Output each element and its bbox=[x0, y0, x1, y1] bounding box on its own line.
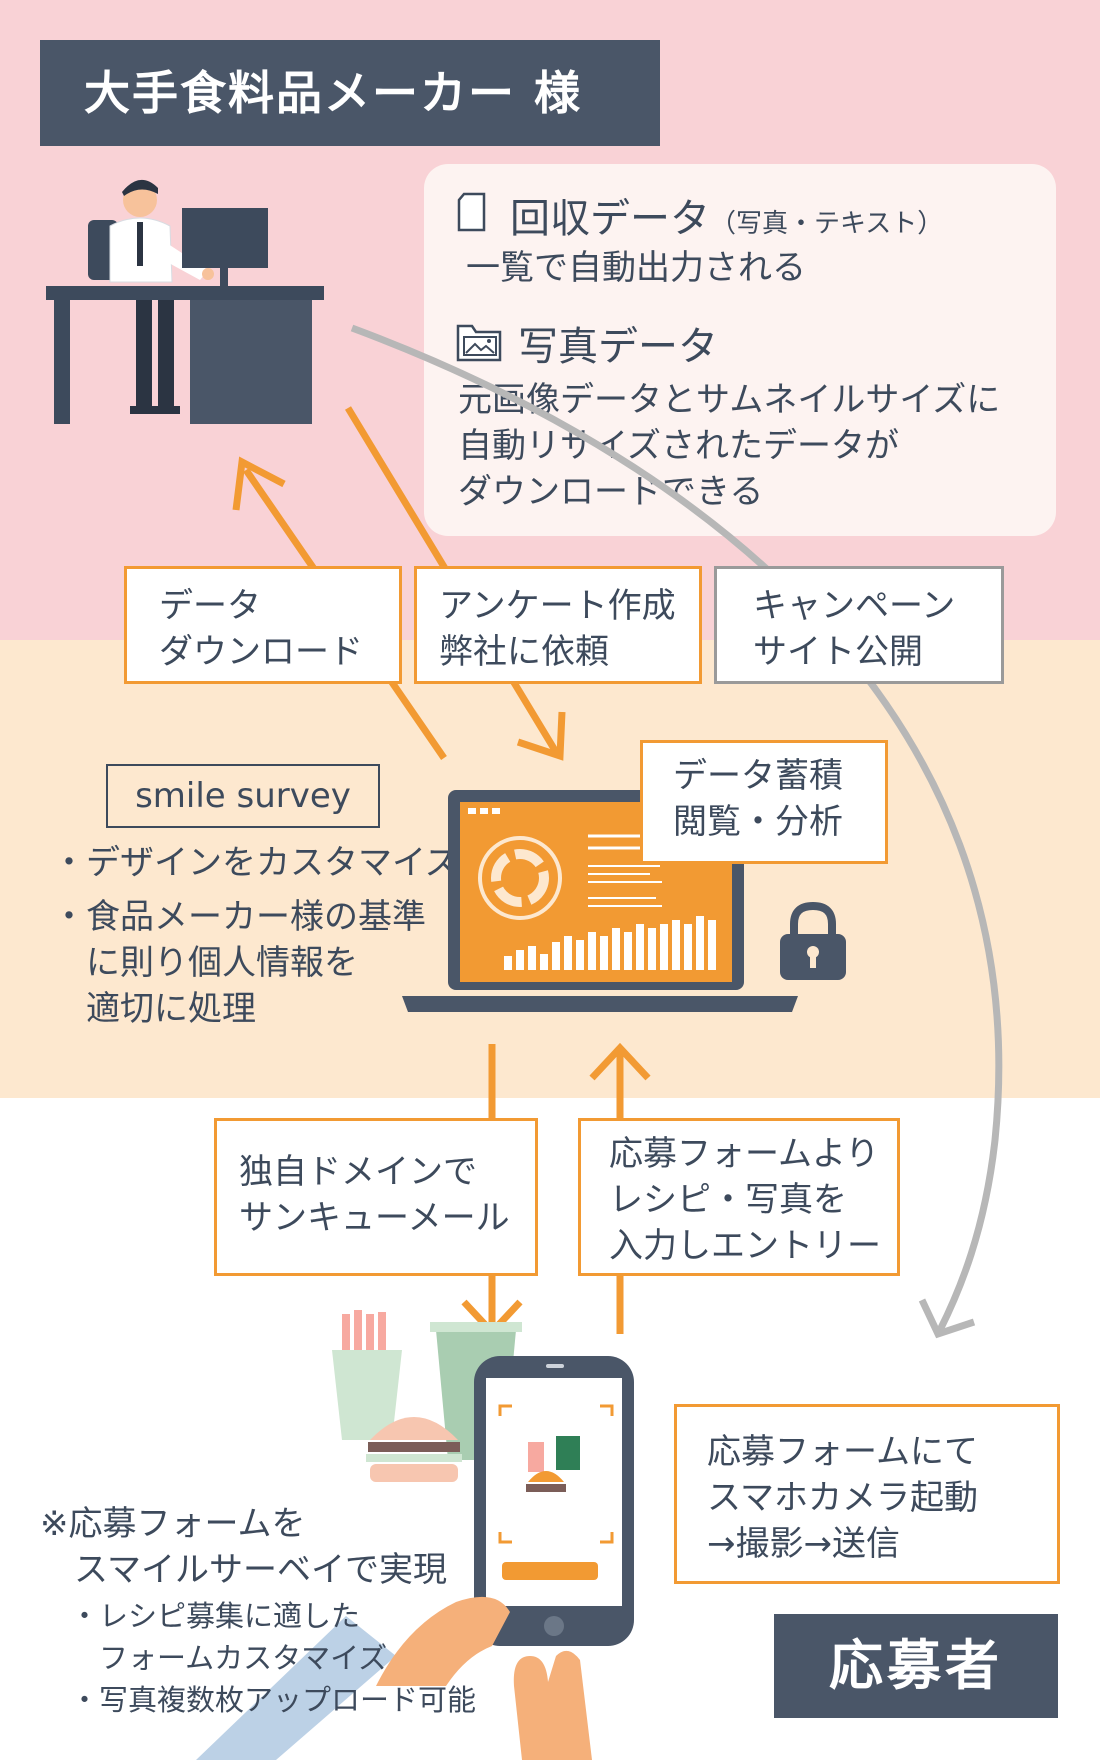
step-entry: 応募フォームよりレシピ・写真を入力しエントリー bbox=[578, 1118, 900, 1276]
feature-2: ・食品メーカー様の基準 bbox=[52, 897, 426, 937]
note-bullet-2: ・写真複数枚アップロード可能 bbox=[70, 1683, 477, 1717]
step-camera: 応募フォームにてスマホカメラ起動→撮影→送信 bbox=[674, 1404, 1060, 1584]
note-bullet-1: ・レシピ募集に適した bbox=[70, 1599, 361, 1633]
feature-2-cont: に則り個人情報を bbox=[52, 943, 358, 983]
note-bullet-1-cont: フォームカスタマイズ bbox=[70, 1641, 388, 1675]
service-name: smile survey bbox=[106, 764, 380, 828]
photo-data-desc-3: ダウンロードできる bbox=[458, 472, 764, 512]
step-survey-request: アンケート作成弊社に依頼 bbox=[414, 566, 702, 684]
output-info-panel bbox=[424, 164, 1056, 536]
office-worker-icon bbox=[46, 179, 324, 424]
download-arrowhead bbox=[232, 456, 286, 511]
photo-folder-icon bbox=[456, 324, 502, 362]
note-line-2: スマイルサーベイで実現 bbox=[40, 1550, 447, 1590]
campaign-flow-arrow bbox=[350, 324, 1003, 1332]
photo-data-desc-2: 自動リサイズされたデータが bbox=[458, 426, 899, 466]
collected-data-title: 回収データ（写真・テキスト） bbox=[510, 196, 944, 242]
campaign-arrowhead bbox=[918, 1298, 976, 1339]
collected-data-desc: 一覧で自動出力される bbox=[466, 248, 806, 288]
entry-arrowhead bbox=[589, 1042, 651, 1081]
step-data-store: データ蓄積閲覧・分析 bbox=[640, 740, 888, 864]
step-data-download: データダウンロード bbox=[124, 566, 402, 684]
feature-2-cont-2: 適切に処理 bbox=[52, 989, 256, 1029]
document-icon bbox=[457, 192, 486, 232]
step-campaign-publish: キャンペーンサイト公開 bbox=[714, 566, 1004, 684]
photo-data-title: 写真データ bbox=[518, 324, 718, 370]
step-thankyou-mail: 独自ドメインでサンキューメール bbox=[214, 1118, 538, 1276]
lock-icon bbox=[780, 901, 846, 980]
smartphone-icon bbox=[196, 1356, 634, 1760]
note-line-1: ※応募フォームを bbox=[40, 1504, 306, 1544]
applicant-label: 応募者 bbox=[774, 1614, 1058, 1718]
client-label: 大手食料品メーカー 様 bbox=[40, 40, 660, 146]
feature-1: ・デザインをカスタマイズ bbox=[52, 843, 459, 883]
request-arrowhead bbox=[516, 711, 566, 761]
